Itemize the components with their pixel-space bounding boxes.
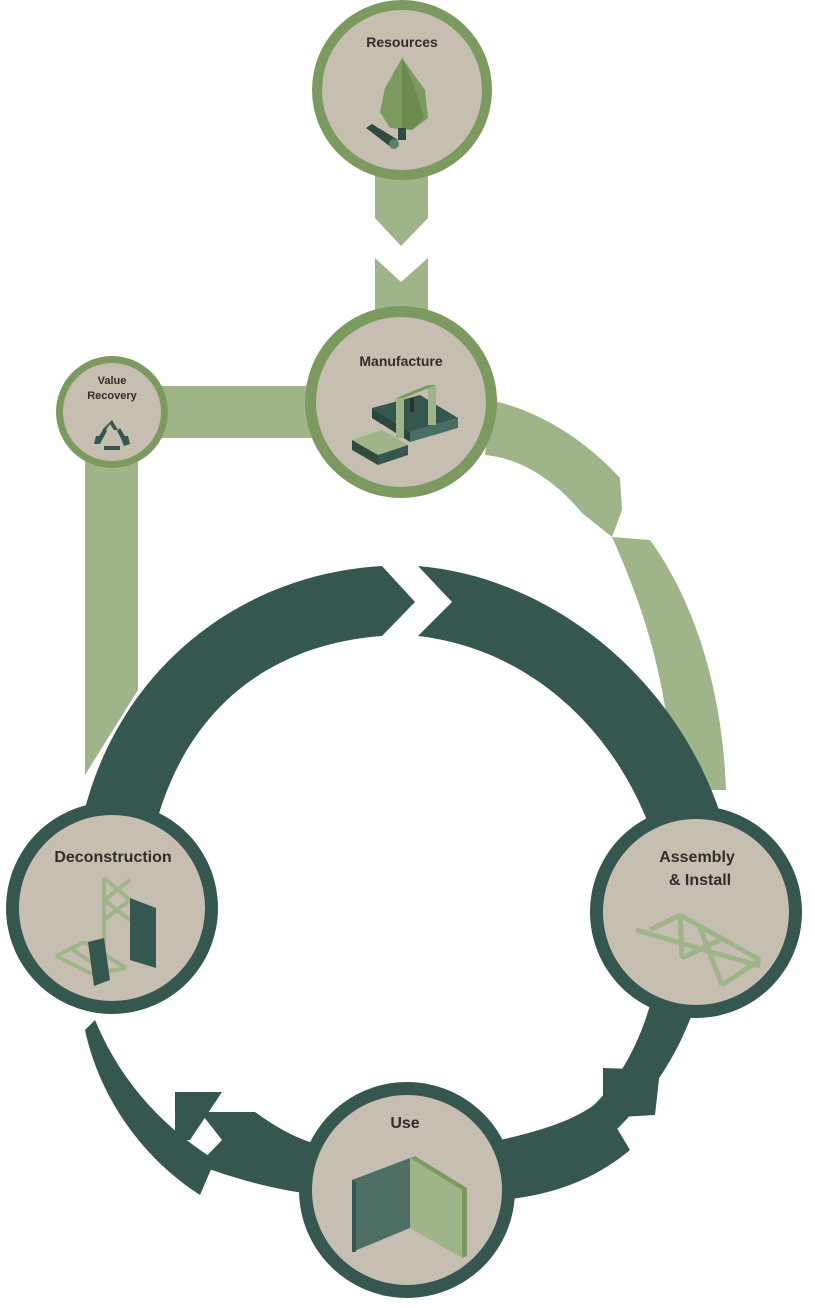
- resources-label: Resources: [366, 34, 438, 50]
- node-resources[interactable]: Resources: [312, 0, 492, 180]
- cycle-arc-top-left: [80, 566, 415, 850]
- cycle-arrow-bottom: [198, 1112, 320, 1195]
- value-recovery-label-2: Recovery: [87, 390, 137, 402]
- wall-panel-icon: [352, 1156, 467, 1258]
- deconstruction-label: Deconstruction: [54, 849, 171, 866]
- node-manufacture[interactable]: Manufacture: [305, 306, 497, 498]
- assembly-disc: [603, 819, 789, 1005]
- tree-log-icon: [366, 58, 428, 149]
- value-recovery-label-1: Value: [98, 375, 127, 387]
- recycle-icon: [94, 420, 130, 450]
- use-label: Use: [390, 1115, 419, 1132]
- main-cycle: [80, 566, 728, 1200]
- cycle-arrow-left-notch: [175, 1092, 222, 1140]
- cycle-arc-bottom-right-lower: [500, 1100, 630, 1200]
- assembly-label-2: & Install: [669, 872, 731, 889]
- dismantled-truss-icon: [55, 876, 156, 986]
- node-assembly-install[interactable]: Assembly & Install: [590, 806, 802, 1018]
- node-value-recovery[interactable]: Value Recovery: [56, 356, 168, 468]
- recovery-connector-vertical: [85, 450, 138, 775]
- node-deconstruction[interactable]: Deconstruction: [6, 802, 218, 1014]
- assembly-label-1: Assembly: [659, 849, 735, 866]
- cycle-arc-bottom-left: [85, 1020, 215, 1195]
- value-recovery-disc: [63, 363, 161, 461]
- recovery-connector-horizontal: [150, 386, 325, 438]
- cnc-machine-icon: [352, 385, 458, 465]
- manufacture-label: Manufacture: [359, 353, 442, 369]
- manufacture-to-assembly-arc: [485, 400, 726, 790]
- resources-down-arrow: [375, 160, 428, 246]
- light-flows: [85, 160, 726, 790]
- truss-icon: [635, 912, 762, 988]
- node-use[interactable]: Use: [299, 1082, 515, 1298]
- cycle-arrow-right-head: [603, 1068, 660, 1118]
- cycle-arc-top-right: [418, 566, 728, 860]
